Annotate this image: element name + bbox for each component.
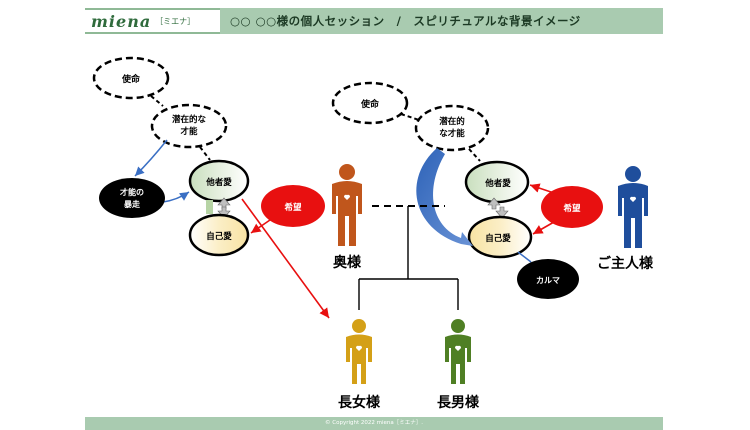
mission-bubble-right: [331, 81, 409, 125]
hope-label-right: 希望: [563, 203, 581, 214]
talent-bubble-right: [414, 104, 490, 152]
swoosh-arrow-talent-to-self: [416, 148, 473, 246]
client-figure-icon: [618, 166, 648, 248]
arrow-talent-to-runaway: [134, 139, 168, 177]
hope-label-left: 希望: [284, 202, 302, 213]
hope-bubble-right: [541, 186, 603, 228]
exchange-icon: [217, 197, 231, 219]
brand-logo: miena: [91, 11, 152, 31]
connector-karma: [517, 251, 532, 263]
karma-label: カルマ: [536, 276, 560, 285]
runaway-bubble: [99, 178, 165, 218]
arrow-hope-to-self-right: [532, 221, 555, 235]
talent-label-left-1: 潜在的な: [172, 114, 207, 125]
footer-bar: © Copyright 2022 miena［ミエナ］.: [85, 417, 663, 430]
mission-label-left: 使命: [121, 73, 141, 85]
arrow-hope-to-others-right: [529, 183, 555, 194]
runaway-label-2: 暴走: [123, 199, 141, 209]
wife-label: 奥様: [333, 254, 362, 271]
connector: [400, 113, 420, 121]
self-love-label-right: 自己愛: [485, 233, 511, 244]
talent-label-right-2: な才能: [439, 128, 465, 139]
talent-bubble-left: [150, 103, 228, 149]
arrow-runaway-to-others: [162, 191, 190, 203]
son-figure-icon: [445, 319, 471, 384]
self-love-bubble-left: [188, 213, 250, 257]
arrow-hope-to-self-left: [250, 219, 271, 234]
others-love-label-right: 他者愛: [484, 178, 511, 189]
daughter-label: 長女様: [338, 394, 381, 411]
connector-bar: [206, 200, 213, 214]
arrow-others-to-daughter: [241, 198, 330, 319]
page-title: ○○ ○○様の個人セッション / スピリチュアルな背景イメージ: [220, 8, 663, 34]
logo-area: miena ［ミエナ］: [85, 8, 220, 34]
diagram-canvas: 使命 潜在的な 才能 他者愛 自己愛 才能の 暴走 希望: [92, 56, 654, 411]
others-love-label-left: 他者愛: [205, 177, 232, 188]
runaway-label-1: 才能の: [119, 187, 144, 197]
mission-bubble-left: [92, 56, 170, 100]
daughter-figure-icon: [346, 319, 372, 384]
mission-label-right: 使命: [360, 98, 380, 110]
header-bar: miena ［ミエナ］ ○○ ○○様の個人セッション / スピリチュアルな背景イ…: [85, 8, 663, 34]
exchange-icon: [487, 197, 509, 219]
wife-figure-icon: [332, 164, 362, 246]
brand-logo-sub: ［ミエナ］: [155, 16, 196, 26]
self-love-label-left: 自己愛: [206, 231, 232, 242]
self-love-bubble-right: [467, 215, 533, 259]
son-label: 長男様: [437, 394, 480, 411]
karma-bubble: [517, 259, 579, 299]
connector: [150, 95, 164, 107]
talent-label-right-1: 潜在的: [439, 116, 465, 127]
client-label: ご主人様: [597, 255, 654, 272]
hope-bubble-left: [261, 185, 325, 227]
slide: miena ［ミエナ］ ○○ ○○様の個人セッション / スピリチュアルな背景イ…: [85, 0, 663, 430]
others-love-bubble-left: [188, 159, 250, 203]
talent-label-left-2: 才能: [179, 126, 198, 137]
connector: [199, 146, 211, 161]
connector: [468, 148, 481, 162]
